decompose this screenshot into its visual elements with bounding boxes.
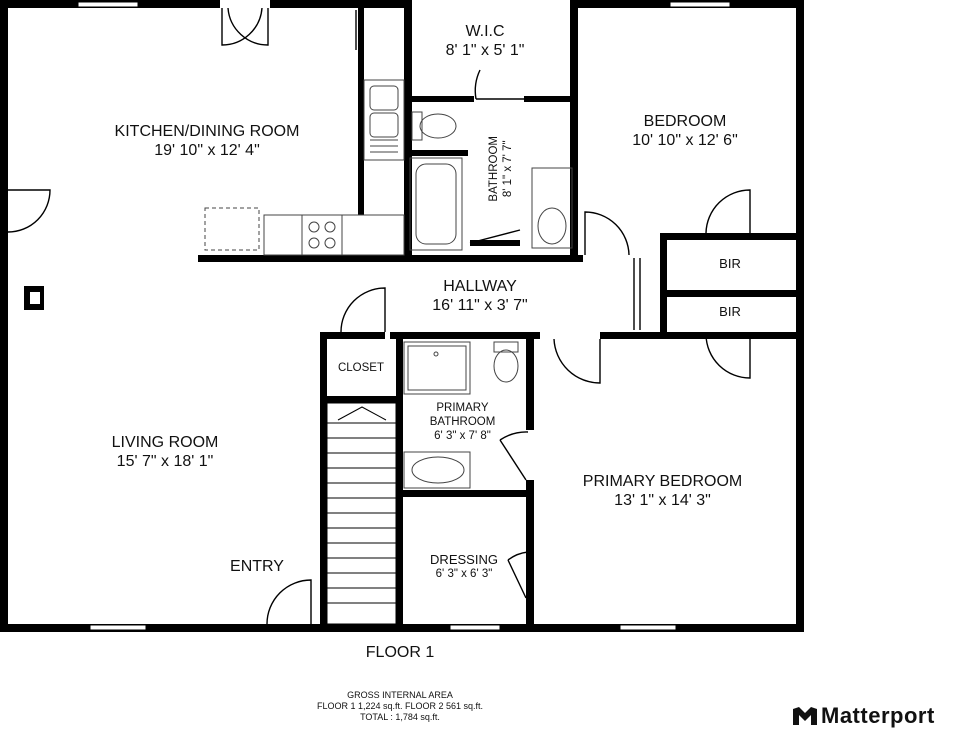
closet-label: CLOSET [327,362,395,376]
bedroom-name: BEDROOM [643,113,727,130]
door-swings [7,7,751,625]
bir2-name: BIR [719,304,741,319]
kitchen-fixtures [204,79,405,256]
dressing-dims: 6' 3" x 6' 3" [435,567,493,580]
primary-bedroom-label: PRIMARY BEDROOM 13' 1" x 14' 3" [555,472,770,510]
bedroom-dims: 10' 10" x 12' 6" [632,132,738,150]
wic-label: W.I.C 8' 1" x 5' 1" [420,22,550,60]
kitchen-dims: 19' 10" x 12' 4" [154,142,260,160]
bathroom-fixtures [403,111,573,489]
area-title: GROSS INTERNAL AREA [347,690,453,700]
bir1-name: BIR [719,256,741,271]
bir1-label: BIR [700,256,760,272]
primary-bathroom-dims: 6' 3" x 7' 8" [434,429,491,442]
floor-label: FLOOR 1 [365,644,435,661]
entry-name: ENTRY [230,558,284,575]
living-label: LIVING ROOM 15' 7" x 18' 1" [80,433,250,471]
hallway-name: HALLWAY [443,278,517,295]
bathroom-name: BATHROOM [488,136,501,202]
area-summary: GROSS INTERNAL AREA FLOOR 1 1,224 sq.ft.… [250,690,550,722]
kitchen-label: KITCHEN/DINING ROOM 19' 10" x 12' 4" [82,122,332,160]
primary-bathroom-name2: BATHROOM [429,415,496,428]
bathroom-label: BATHROOM 8' 1" x 7' 7" [488,109,516,229]
wic-dims: 8' 1" x 5' 1" [445,42,525,60]
kitchen-name: KITCHEN/DINING ROOM [114,123,300,140]
hallway-label: HALLWAY 16' 11" x 3' 7" [390,277,570,315]
interior-walls [198,0,800,630]
bedroom-label: BEDROOM 10' 10" x 12' 6" [600,112,770,150]
area-total: TOTAL : 1,784 sq.ft. [360,711,440,722]
living-name: LIVING ROOM [111,434,219,451]
entry-label: ENTRY [222,557,292,576]
stairs [326,402,397,625]
area-line: FLOOR 1 1,224 sq.ft. FLOOR 2 561 sq.ft. [316,700,484,711]
primary-bedroom-name: PRIMARY BEDROOM [582,473,743,490]
wic-name: W.I.C [465,23,505,40]
brand-name: Matterport [821,703,935,728]
fireplace [24,286,44,310]
dressing-name: DRESSING [430,552,498,567]
hallway-dims: 16' 11" x 3' 7" [432,297,528,315]
primary-bathroom-label: PRIMARY BATHROOM 6' 3" x 7' 8" [405,402,520,443]
windows [77,1,731,631]
primary-bedroom-dims: 13' 1" x 14' 3" [614,492,711,510]
brand-logo: Matterport [793,703,935,728]
living-dims: 15' 7" x 18' 1" [116,453,214,471]
bir2-label: BIR [700,304,760,320]
dressing-label: DRESSING 6' 3" x 6' 3" [408,552,520,581]
closet-name: CLOSET [337,362,384,374]
primary-bathroom-name1: PRIMARY [436,402,489,414]
bathroom-dims: 8' 1" x 7' 7" [502,140,514,198]
matterport-icon [793,707,817,725]
